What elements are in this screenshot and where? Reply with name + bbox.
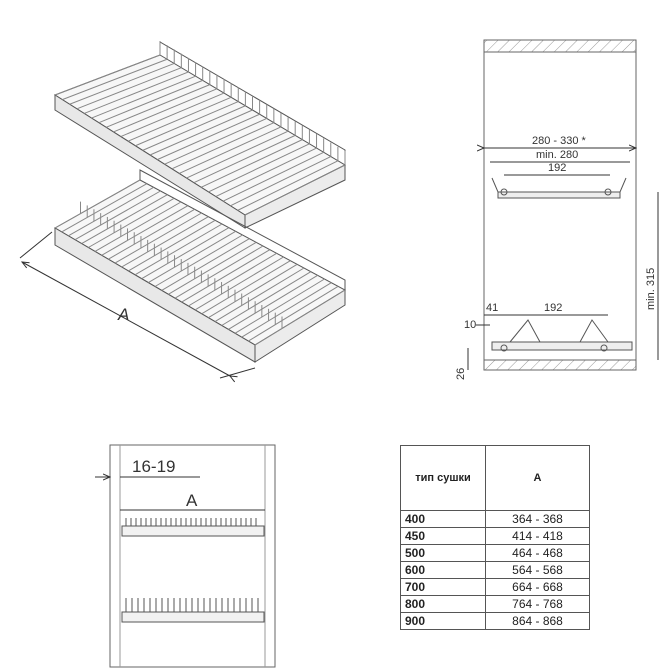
cabinet-top-hatch [483,39,637,53]
row-a-range: 464 - 468 [485,544,590,562]
upper-rack [53,41,347,229]
rack-wire [101,205,189,256]
rail-spacing-upper-label: 192 [548,162,566,174]
rack-wire [114,212,202,264]
rack-wire [81,194,168,245]
rack-wire [76,67,182,110]
row-a-range: 864 - 868 [485,612,590,630]
rack-wire [200,139,303,188]
rack-wire [84,71,189,114]
rack-wire [69,62,175,105]
min-width-label: min. 280 [536,149,578,161]
offset-41-label: 41 [486,302,498,314]
rack-wire [186,130,289,179]
front-dimension-a-label: A [186,491,198,510]
header-a: A [485,445,590,511]
row-a-range: 364 - 368 [485,510,590,528]
rack-wire [88,197,175,248]
row-type: 700 [400,578,486,596]
dimension-a-label: A [117,305,129,324]
row-type: 600 [400,561,486,579]
gap-label: 16-19 [132,457,175,476]
rack-wire [244,164,346,216]
rack-wire [208,143,310,193]
rack-wire [248,285,339,342]
rack-wire [241,282,332,338]
row-type: 500 [400,544,486,562]
front-lower-rack [121,598,265,623]
rail-spacing-lower-label: 192 [544,302,562,314]
rack-wire [157,113,260,161]
row-type: 900 [400,612,486,630]
row-a-range: 664 - 668 [485,578,590,596]
rack-wire [254,289,346,346]
side-section-view: 280 - 330 * min. 280 192 min. 315 41 192… [455,39,659,380]
rack-wire [121,216,209,268]
rack-wire [230,156,331,207]
rack-wire [120,92,225,137]
row-a-range: 414 - 418 [485,527,590,545]
rack-wire [54,179,141,229]
width-range-label: 280 - 330 * [532,135,587,147]
rack-wire [234,278,325,334]
rack-wire [215,147,317,197]
row-a-range: 564 - 568 [485,561,590,579]
dimension-a-line [19,231,256,378]
rack-wire [98,79,203,124]
row-type: 800 [400,595,486,613]
rack-wire [68,186,154,237]
rack-wire [179,126,282,174]
front-upper-rack [121,518,265,537]
front-view: 16-19 A [95,444,276,668]
rack-wire [222,151,324,202]
row-type: 400 [400,510,486,528]
table-header-row: тип сушки A [400,445,590,511]
offset-10-label: 10 [464,319,476,331]
lower-rack-section [491,319,633,352]
header-type: тип сушки [400,445,486,511]
rack-wire [228,274,318,330]
rack-wire [135,101,239,147]
rack-wire [108,208,195,260]
rack-wire [61,183,148,233]
rack-wire [237,160,339,211]
rack-wire [127,96,232,142]
rack-wire [164,118,267,165]
rack-wire [113,88,218,133]
row-a-range: 764 - 768 [485,595,590,613]
row-type: 450 [400,527,486,545]
isometric-racks-drawing: A [19,41,347,400]
rack-wire [91,75,196,119]
rack-wire [54,54,161,96]
upper-rack-section [491,177,627,199]
rack-wire [74,190,161,241]
rack-wire [94,201,182,252]
rack-wire [142,105,246,151]
bottom-26-label: 26 [455,368,467,380]
rack-wire [171,122,275,170]
rack-wire [105,84,210,128]
cabinet-bottom-hatch [483,359,637,371]
rack-wire [193,134,296,184]
rack-wire [149,109,253,156]
min-height-label: min. 315 [645,268,657,310]
rack-wire [62,58,168,101]
